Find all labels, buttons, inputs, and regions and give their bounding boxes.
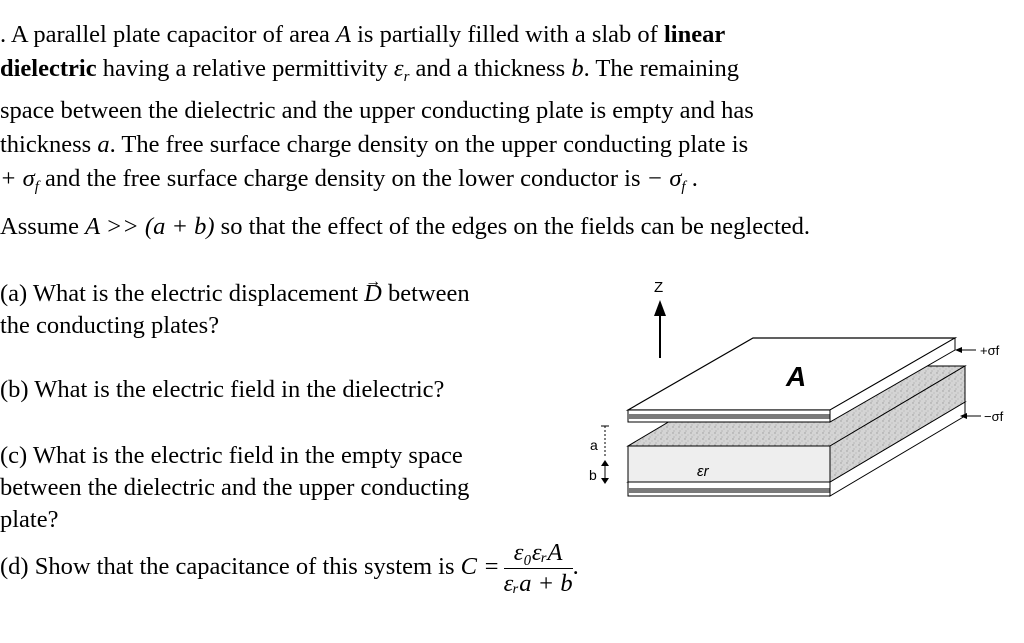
intro-line-2: dielectric having a relative permittivit…	[0, 52, 1000, 94]
upper-charge-label: +σf	[980, 343, 1000, 358]
intro-line-5: + σf and the free surface charge density…	[0, 162, 1000, 204]
z-axis-arrow-icon	[654, 300, 666, 316]
text: so that the effect of the edges on the f…	[214, 213, 811, 240]
question-a-line-2: the conducting plates?	[0, 312, 220, 339]
intro-line-1: . A parallel plate capacitor of area A i…	[0, 18, 1000, 52]
question-c-line-2: between the dielectric and the upper con…	[0, 474, 470, 501]
text: and a thickness	[409, 55, 572, 82]
text: . The free surface charge density on the…	[109, 131, 749, 158]
question-c-line-1: (c) What is the electric field in the em…	[0, 442, 463, 469]
question-a-line-1: (a) What is the electric displacement D→…	[0, 273, 470, 310]
var-D: D	[364, 280, 382, 307]
text: . The remaining	[583, 55, 739, 82]
intro-line-6: Assume A >> (a + b) so that the effect o…	[0, 210, 1000, 244]
top-plate	[625, 337, 958, 423]
dielectric-slab	[626, 365, 967, 483]
sub-f: f	[34, 179, 39, 195]
minus-sigma: − σ	[646, 165, 682, 192]
lower-charge-label: −σf	[984, 409, 1004, 424]
problem-statement: . A parallel plate capacitor of area A i…	[0, 18, 1000, 244]
text: thickness	[0, 131, 98, 158]
text: (d) Show that the capacitance of this sy…	[0, 553, 461, 581]
fraction-numerator: ε₀εᵣA	[503, 538, 573, 569]
question-a: (a) What is the electric displacement D→…	[0, 273, 470, 342]
plate-label: A	[785, 361, 806, 392]
lower-charge-arrow-icon	[960, 413, 967, 419]
sub-f: f	[681, 179, 686, 195]
text: . A parallel plate capacitor of area	[0, 21, 337, 48]
text: .	[572, 553, 579, 581]
question-b: (b) What is the electric field in the di…	[0, 376, 445, 403]
axis-label: Z	[654, 279, 663, 296]
plus-sigma: + σ	[0, 165, 35, 192]
slab-label: b	[589, 467, 597, 483]
intro-line-4: thickness a. The free surface charge den…	[0, 128, 1000, 162]
text: between	[381, 280, 470, 307]
question-d: (d) Show that the capacitance of this sy…	[0, 538, 579, 599]
question-c-line-3: plate?	[0, 506, 59, 533]
bold-dielectric: dielectric	[0, 55, 97, 82]
text: Assume	[0, 213, 86, 240]
intro-line-3: space between the dielectric and the upp…	[0, 97, 754, 124]
bottom-plate	[626, 401, 967, 497]
var-A: A	[336, 21, 351, 48]
sub-r: r	[403, 69, 410, 85]
vector-D: D→	[364, 273, 382, 307]
var-epsilon: ε	[393, 55, 404, 82]
question-c: (c) What is the electric field in the em…	[0, 440, 469, 536]
text: is partially filled with a slab of	[350, 21, 664, 48]
assumption-expr: A >> (a + b)	[85, 213, 215, 240]
gap-label: a	[590, 437, 598, 453]
fraction-denominator: εᵣa + b	[503, 570, 573, 597]
var-b: b	[571, 55, 584, 82]
bold-linear: linear	[663, 21, 726, 48]
var-C: C =	[460, 553, 500, 581]
vector-arrow-icon: →	[365, 273, 382, 290]
dielectric-label: εr	[697, 463, 710, 480]
text: (a) What is the electric displacement	[0, 280, 365, 307]
var-a: a	[97, 131, 110, 158]
text: having a relative permittivity	[96, 55, 394, 82]
text: .	[685, 165, 698, 192]
upper-charge-arrow-icon	[955, 347, 962, 353]
text: and the free surface charge density on t…	[38, 165, 647, 192]
